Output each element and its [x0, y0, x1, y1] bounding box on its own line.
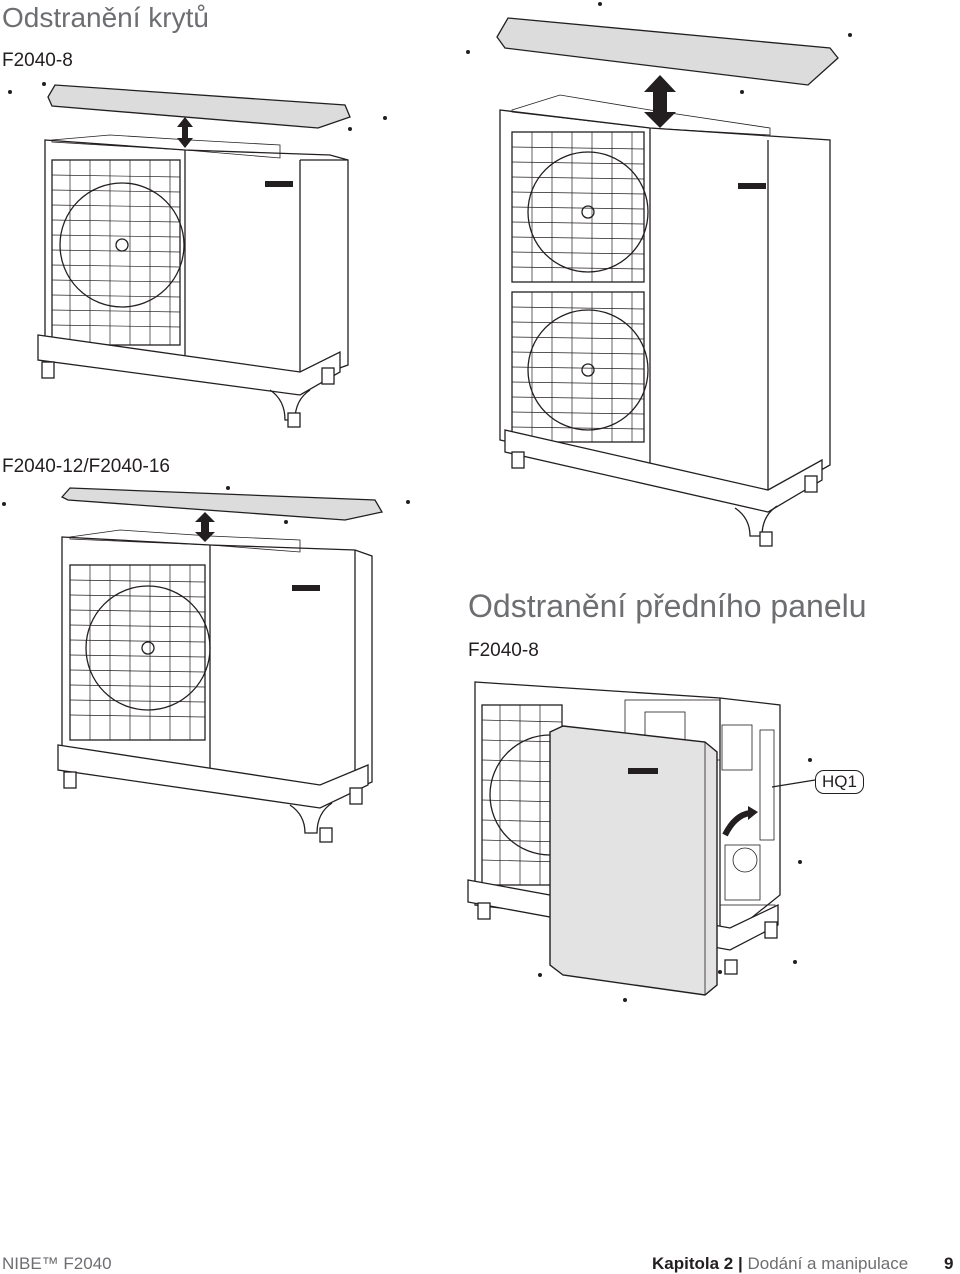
- screw-icon: [8, 82, 387, 131]
- footer-page-number: 9: [944, 1254, 954, 1273]
- footer-brand: NIBE™ F2040: [2, 1254, 112, 1274]
- screw-icon: [2, 486, 410, 524]
- fan-grille-icon: [85, 585, 211, 711]
- double-arrow-vertical-icon: [644, 75, 676, 128]
- footer-chapter-label: Kapitola 2: [652, 1254, 734, 1273]
- fan-grille-icon: [527, 309, 649, 431]
- model-label-f2040-8-front: F2040-8: [468, 640, 539, 661]
- page-heading-cover-removal: Odstranění krytů: [2, 2, 209, 33]
- screw-icon: [538, 758, 812, 1002]
- model-label-f2040-8-top: F2040-8: [2, 50, 73, 71]
- footer-brand-text: NIBE™ F2040: [2, 1254, 112, 1273]
- fan-grille-icon: [527, 151, 649, 273]
- footer-section: Dodání a manipulace: [747, 1254, 909, 1273]
- footer-chapter: Kapitola 2 | Dodání a manipulace: [652, 1254, 908, 1274]
- model-label-f2040-12-16: F2040-12/F2040-16: [2, 456, 170, 477]
- footer-separator: |: [737, 1254, 743, 1273]
- fan-grille-icon: [59, 182, 185, 308]
- curved-arrow-icon: [722, 806, 758, 837]
- double-arrow-vertical-icon: [195, 512, 215, 542]
- screw-icon: [466, 2, 852, 94]
- page-heading-front-panel-removal: Odstranění předního panelu: [468, 588, 867, 624]
- callout-hq1: HQ1: [815, 770, 864, 794]
